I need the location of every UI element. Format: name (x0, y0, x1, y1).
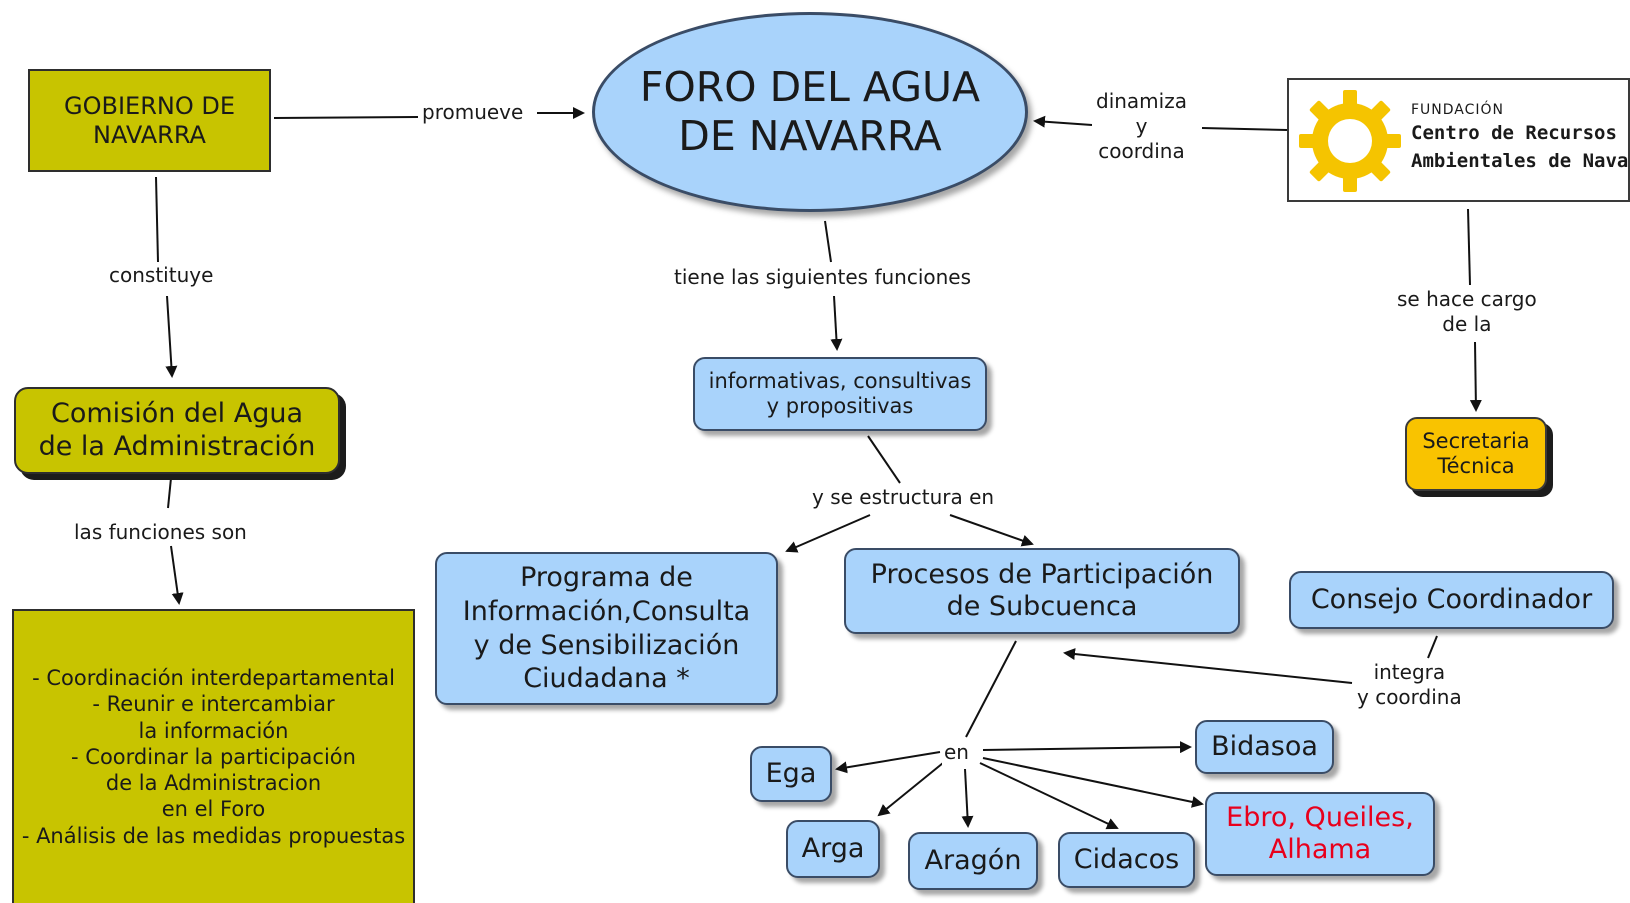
programa-line-2: Información,Consulta (462, 595, 751, 627)
gobierno-line-2: NAVARRA (93, 120, 206, 149)
procesos-line-1: Procesos de Participación (870, 558, 1214, 590)
dinamiza-line-2: y (1135, 114, 1148, 138)
procesos-line-2: de Subcuenca (946, 591, 1138, 622)
foro-line-1: FORO DEL AGUA (639, 62, 981, 111)
link-se-estructura: y se estructura en (808, 484, 999, 510)
se-hace-cargo-line-1: se hace cargo (1397, 287, 1537, 311)
link-constituye: constituye (105, 262, 218, 288)
programa-line-1: Programa de (520, 562, 693, 593)
edge-las-funciones (167, 477, 172, 509)
edge-dinamiza (1201, 127, 1288, 131)
funciones-item: en el Foro (161, 797, 266, 822)
link-dinamiza: dinamiza y coordina (1092, 89, 1191, 164)
edge-dinamiza-arrow (1033, 115, 1093, 128)
gobierno-navarra-node: GOBIERNO DE NAVARRA (28, 69, 271, 172)
fundacion-crana-node: FUNDACIÓN Centro de Recursos Ambientales… (1287, 78, 1630, 202)
integra-line-2: y coordina (1357, 685, 1462, 709)
cidacos-label: Cidacos (1073, 843, 1180, 875)
edge-en-aragon (961, 768, 974, 828)
bidasoa-node: Bidasoa (1195, 720, 1334, 774)
secretaria-line-1: Secretaria (1422, 428, 1530, 453)
arga-label: Arga (801, 832, 865, 864)
gobierno-line-1: GOBIERNO DE (64, 91, 235, 120)
se-hace-cargo-line-2: de la (1442, 312, 1492, 336)
edge-tiene-arrow (830, 295, 843, 351)
fundacion-label: FUNDACIÓN (1411, 102, 1505, 118)
link-se-hace-cargo: se hace cargo de la (1393, 287, 1541, 337)
link-las-funciones: las funciones son (70, 519, 251, 545)
secretaria-tecnica-node: Secretaria Técnica (1405, 417, 1547, 491)
programa-informacion-node: Programa de Información,Consulta y de Se… (435, 552, 778, 705)
funciones-item: - Análisis de las medidas propuestas (21, 823, 406, 848)
ega-node: Ega (750, 746, 832, 802)
dinamiza-line-3: coordina (1098, 139, 1185, 163)
funciones-item: - Coordinación interdepartamental (32, 666, 395, 691)
ebro-line-1: Ebro, Queiles, (1226, 801, 1414, 833)
programa-line-3: y de Sensibilización (473, 629, 740, 661)
edge-estructura-programa (785, 514, 871, 553)
aragon-node: Aragón (908, 832, 1038, 890)
ebro-line-2: Alhama (1268, 834, 1372, 865)
edge-constituye-arrow (165, 295, 178, 378)
informativas-node: informativas, consultivas y propositivas (693, 357, 987, 431)
edge-tiene (824, 220, 832, 263)
gear-sun-logo-icon (1299, 90, 1401, 192)
edge-en-arga (877, 762, 944, 817)
integra-line-1: integra (1373, 660, 1446, 684)
secretaria-line-2: Técnica (1437, 454, 1515, 478)
edge-integra-arrow (1063, 648, 1353, 684)
edge-promueve (273, 116, 419, 119)
link-promueve: promueve (418, 99, 528, 125)
link-integra: integra y coordina (1353, 660, 1466, 710)
edge-se-hace-cargo (1467, 208, 1471, 286)
edge-en-ebro (982, 757, 1204, 808)
funciones-list-node: - Coordinación interdepartamental - Reun… (12, 609, 415, 903)
ega-label: Ega (765, 757, 817, 789)
link-en: en (942, 739, 971, 765)
edge-se-hace-cargo-arrow (1469, 341, 1482, 412)
foro-line-2: DE NAVARRA (678, 112, 942, 160)
edge-estructura-procesos (949, 514, 1034, 547)
comision-agua-node: Comisión del Agua de la Administración (14, 387, 340, 474)
funciones-item: la información (138, 718, 289, 743)
informativas-line-1: informativas, consultivas (708, 368, 972, 393)
edge-en-cidacos (979, 762, 1119, 830)
programa-line-4: Ciudadana * (523, 663, 690, 695)
consejo-label: Consejo Coordinador (1310, 583, 1593, 615)
dinamiza-line-1: dinamiza (1096, 89, 1187, 113)
bidasoa-label: Bidasoa (1211, 730, 1318, 762)
edge-estructura (867, 435, 901, 484)
informativas-line-2: y propositivas (766, 394, 914, 418)
aragon-label: Aragón (924, 844, 1022, 876)
arga-node: Arga (786, 820, 880, 878)
comision-line-1: Comisión del Agua (50, 398, 304, 430)
consejo-coordinador-node: Consejo Coordinador (1289, 571, 1614, 629)
edge-las-funciones-arrow (170, 545, 184, 605)
edge-en (965, 640, 1017, 738)
link-tiene-funciones: tiene las siguientes funciones (670, 264, 976, 290)
ebro-queiles-alhama-node: Ebro, Queiles, Alhama (1205, 792, 1435, 876)
edge-integra (1427, 635, 1438, 659)
fundacion-line-1: Centro de Recursos (1411, 122, 1617, 144)
edge-en-bidasoa (982, 741, 1192, 754)
edge-en-ega (835, 751, 941, 774)
comision-line-2: de la Administración (38, 430, 316, 462)
foro-del-agua-node: FORO DEL AGUA DE NAVARRA (592, 12, 1028, 212)
funciones-item: - Reunir e intercambiar (92, 692, 335, 717)
funciones-item: - Coordinar la participación (71, 744, 356, 769)
procesos-participacion-node: Procesos de Participación de Subcuenca (844, 548, 1240, 634)
fundacion-line-2: Ambientales de Navarra (1411, 150, 1629, 172)
edge-constituye (155, 176, 159, 263)
funciones-item: de la Administracion (105, 771, 322, 796)
cidacos-node: Cidacos (1058, 832, 1195, 888)
